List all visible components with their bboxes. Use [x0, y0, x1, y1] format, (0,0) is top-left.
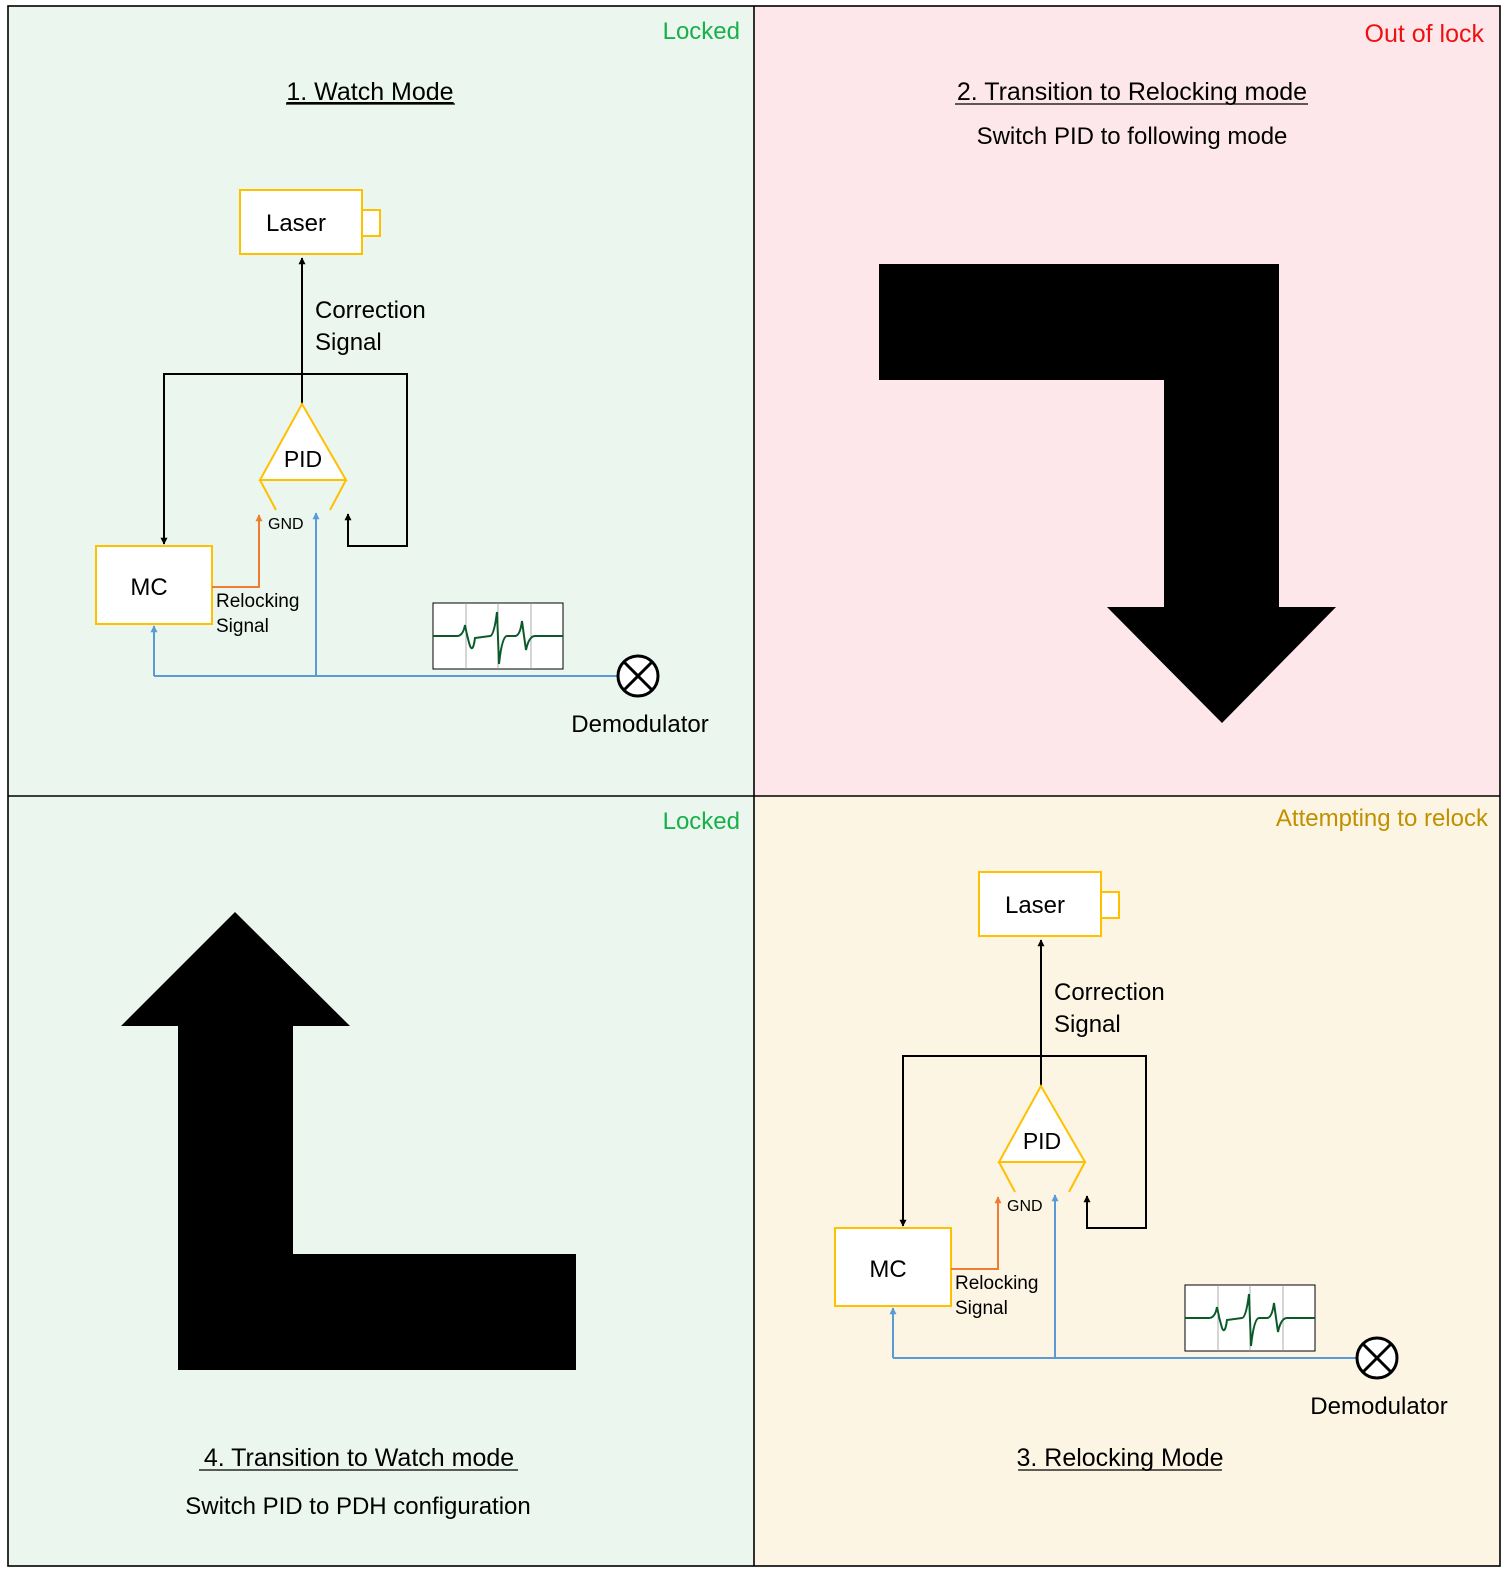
panel-4-background: [8, 796, 754, 1566]
laser-aperture: [1100, 891, 1120, 919]
status-locked: Locked: [663, 18, 740, 45]
status-out-of-lock: Out of lock: [1365, 20, 1485, 48]
feedback-loop-left: [160, 373, 302, 545]
laser-label: Laser: [1005, 892, 1065, 919]
mc-box: [834, 1227, 952, 1307]
correction-label-line2: Signal: [315, 329, 382, 356]
laser-box: [978, 871, 1102, 937]
demodulator-label: Demodulator: [1310, 1393, 1447, 1420]
relocking-label-line2: Signal: [216, 616, 269, 637]
pid-input-left: [259, 479, 277, 511]
panel-subtitle: Switch PID to PDH configuration: [185, 1493, 530, 1520]
laser-label: Laser: [266, 210, 326, 237]
control-loop-diagram: Laser Correction Signal PID GND MC Reloc…: [95, 189, 709, 738]
panel-subtitle: Switch PID to following mode: [977, 123, 1288, 150]
correction-label-line1: Correction: [1054, 979, 1165, 1006]
panel-title: 2. Transition to Relocking mode: [957, 78, 1307, 106]
pid-label: PID: [1023, 1128, 1061, 1154]
pid-input-right: [329, 479, 347, 511]
mc-label: MC: [869, 1256, 906, 1283]
pdh-error-waveform: [1185, 1293, 1315, 1347]
relocking-signal-line: [951, 1196, 1002, 1270]
control-loop-diagram: Laser Correction Signal PID GND MC Reloc…: [834, 871, 1448, 1420]
status-attempting-relock: Attempting to relock: [1276, 805, 1489, 832]
panel-transition-to-watch: Locked 4. Transition to Watch mode Switc…: [121, 808, 740, 1520]
panel-relocking-mode: Attempting to relock Laser Correction Si…: [834, 805, 1489, 1472]
panel-title: 4. Transition to Watch mode: [204, 1444, 514, 1472]
relocking-signal-line: [212, 514, 263, 588]
pid-input-right: [1068, 1161, 1086, 1193]
feedback-loop-left: [899, 1055, 1041, 1227]
panel-3-background: [754, 796, 1500, 1566]
pid-triangle: [258, 401, 348, 481]
panel-watch-mode: Locked 1. Watch Mode Laser Correction Si…: [95, 18, 740, 738]
demodulator-icon: [1355, 1336, 1399, 1380]
relocking-label-line1: Relocking: [955, 1273, 1038, 1294]
panel-2-background: [754, 6, 1500, 796]
demodulator-icon: [616, 654, 660, 698]
correction-label-line1: Correction: [315, 297, 426, 324]
mc-label: MC: [130, 574, 167, 601]
relocking-label-line1: Relocking: [216, 591, 299, 612]
gnd-label: GND: [1007, 1198, 1043, 1215]
panel-title: 1. Watch Mode: [286, 78, 453, 106]
mc-box: [95, 545, 213, 625]
arrow-down-icon: [879, 264, 1336, 723]
correction-label-line2: Signal: [1054, 1011, 1121, 1038]
pdh-error-scope: [432, 602, 564, 670]
feedback-loop-right: [1041, 1055, 1147, 1229]
pid-label: PID: [284, 446, 322, 472]
pid-triangle: [997, 1083, 1087, 1163]
pdh-error-scope: [1184, 1284, 1316, 1352]
pdh-error-waveform: [433, 611, 563, 665]
pid-input-left: [998, 1161, 1016, 1193]
gnd-label: GND: [268, 516, 304, 533]
panel-title: 3. Relocking Mode: [1016, 1444, 1223, 1472]
laser-aperture: [361, 209, 381, 237]
feedback-loop-right: [302, 373, 408, 547]
panel-transition-to-relocking: Out of lock 2. Transition to Relocking m…: [879, 20, 1484, 723]
laser-box: [239, 189, 363, 255]
arrow-up-icon: [121, 912, 576, 1370]
relocking-label-line2: Signal: [955, 1298, 1008, 1319]
demodulator-label: Demodulator: [571, 711, 708, 738]
panel-grid: [7, 5, 1501, 1567]
status-locked: Locked: [663, 808, 740, 835]
